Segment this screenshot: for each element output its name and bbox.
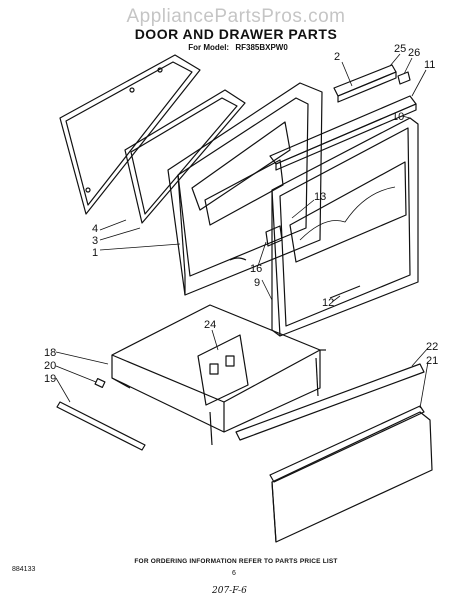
part-door-frame <box>265 117 419 337</box>
model-prefix: For Model: <box>188 43 230 52</box>
callout-12: 12 <box>322 297 334 309</box>
callout-3: 3 <box>92 235 98 247</box>
callout-21: 21 <box>426 355 438 367</box>
callout-9: 9 <box>254 277 260 289</box>
callout-10: 10 <box>392 111 404 123</box>
model-number: RF385BXPW0 <box>235 43 288 52</box>
callout-1: 1 <box>92 247 98 259</box>
callout-22: 22 <box>426 341 438 353</box>
watermark: AppliancePartsPros.com <box>126 6 346 27</box>
ordering-notice: FOR ORDERING INFORMATION REFER TO PARTS … <box>134 558 338 565</box>
callout-19: 19 <box>44 373 56 385</box>
callout-11: 11 <box>424 59 435 71</box>
callout-labels: 2 25 26 11 10 13 4 3 1 16 9 12 24 18 20 … <box>44 43 438 385</box>
document-code: 884133 <box>12 566 36 573</box>
callout-13: 13 <box>314 191 326 203</box>
callout-24: 24 <box>204 319 216 331</box>
page-title: DOOR AND DRAWER PARTS <box>134 26 338 42</box>
callout-16: 16 <box>250 263 262 275</box>
handwritten-note: 207-F-6 <box>212 586 247 596</box>
part-inner-liner <box>167 82 323 296</box>
callout-26: 26 <box>408 47 420 59</box>
callout-4: 4 <box>92 223 98 235</box>
model-line: For Model: RF385BXPW0 <box>0 43 472 52</box>
part-outer-panel <box>59 54 201 215</box>
part-top-trims <box>269 64 417 171</box>
part-drawer-body <box>111 304 326 433</box>
callout-20: 20 <box>44 360 56 372</box>
callout-2: 2 <box>334 51 340 63</box>
page-number: 6 <box>232 570 236 577</box>
callout-25: 25 <box>394 43 406 55</box>
part-door-gasket <box>124 89 246 224</box>
part-drawer-front <box>235 363 433 543</box>
part-drawer-slides <box>56 357 319 451</box>
callout-18: 18 <box>44 347 56 359</box>
leader-lines <box>55 53 429 409</box>
